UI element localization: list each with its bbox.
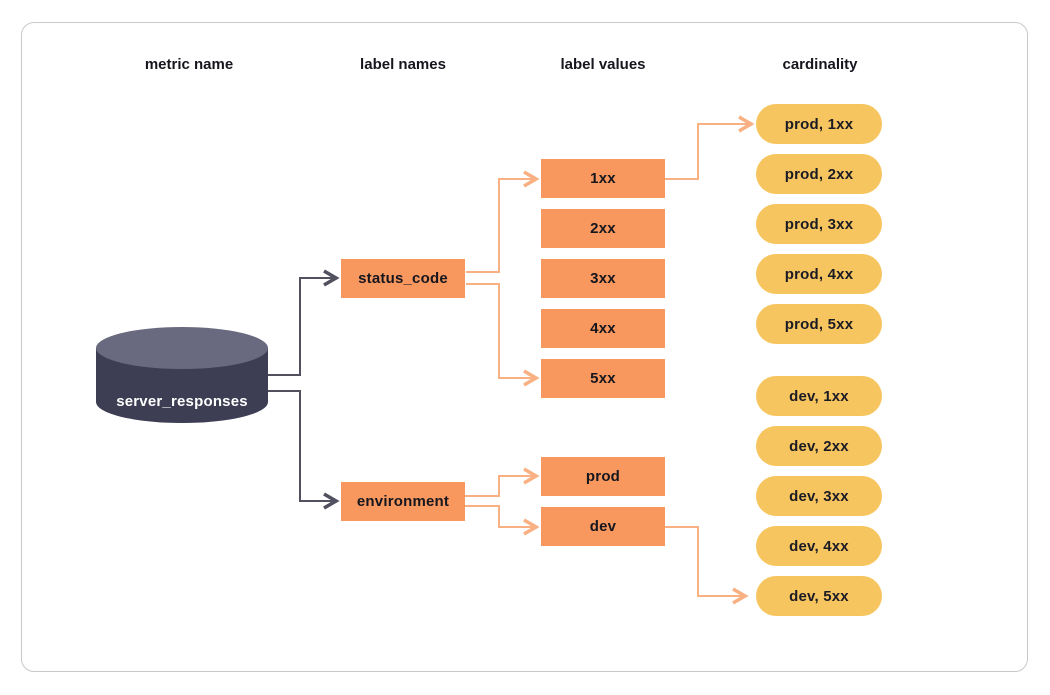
label-name-box-status-code: status_code: [341, 259, 465, 298]
connector-environment-to-prod: [464, 467, 540, 497]
column-header-cardinality: cardinality: [782, 56, 858, 73]
connector-environment-to-dev: [464, 505, 540, 536]
connector-status-code-to-1xx: [466, 170, 540, 273]
cardinality-pill-prod-1xx: prod, 1xx: [756, 104, 882, 144]
dark-connectors: [268, 269, 340, 510]
connector-dev-to-dev-5xx: [665, 526, 749, 605]
cardinality-pill-prod-5xx: prod, 5xx: [756, 304, 882, 344]
cardinality-pill-dev-2xx: dev, 2xx: [756, 426, 882, 466]
label-value-box-2xx: 2xx: [541, 209, 665, 248]
cardinality-pill-dev-5xx: dev, 5xx: [756, 576, 882, 616]
cardinality-pill-dev-1xx: dev, 1xx: [756, 376, 882, 416]
label-value-box-1xx: 1xx: [541, 159, 665, 198]
cylinder-top-ellipse: [96, 327, 268, 369]
column-header-label-values: label values: [560, 56, 646, 73]
cardinality-pill-prod-3xx: prod, 3xx: [756, 204, 882, 244]
connector-1xx-to-prod-1xx: [665, 115, 755, 180]
label-name-box-environment: environment: [341, 482, 465, 521]
label-value-box-5xx: 5xx: [541, 359, 665, 398]
cardinality-pill-prod-4xx: prod, 4xx: [756, 254, 882, 294]
connector-metric-to-environment: [268, 390, 340, 510]
connector-metric-to-status-code: [268, 269, 340, 376]
connector-status-code-to-5xx: [466, 283, 540, 387]
label-value-box-dev: dev: [541, 507, 665, 546]
column-header-metric-name: metric name: [144, 56, 234, 73]
cardinality-pill-dev-3xx: dev, 3xx: [756, 476, 882, 516]
metric-database-cylinder: server_responses: [96, 327, 268, 423]
column-header-label-names: label names: [360, 56, 446, 73]
cardinality-pill-prod-2xx: prod, 2xx: [756, 154, 882, 194]
label-value-box-prod: prod: [541, 457, 665, 496]
diagram-card: metric name label names label values car…: [21, 22, 1028, 672]
metric-name-label: server_responses: [116, 393, 248, 410]
label-value-box-4xx: 4xx: [541, 309, 665, 348]
cardinality-pill-dev-4xx: dev, 4xx: [756, 526, 882, 566]
label-value-box-3xx: 3xx: [541, 259, 665, 298]
